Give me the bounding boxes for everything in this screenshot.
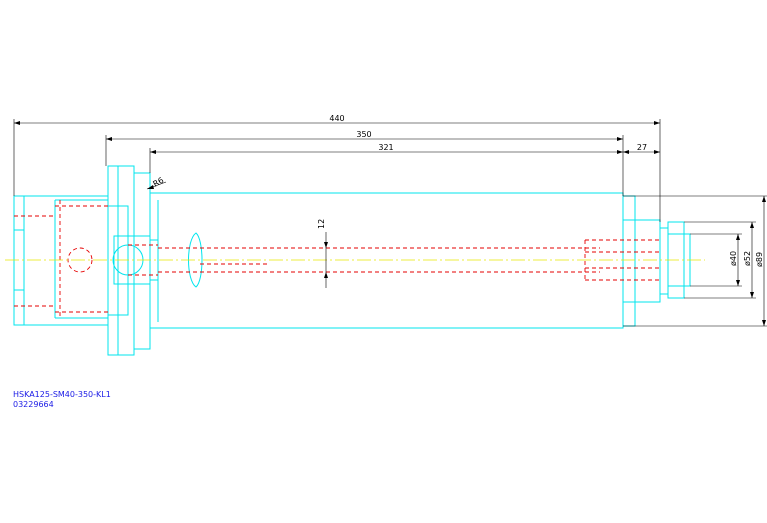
- dim-overall-length: 440: [329, 114, 344, 123]
- dim-body-length: 321: [378, 143, 393, 152]
- dim-gauge-length: 350: [356, 130, 371, 139]
- dim-dia-bore: ø40: [729, 251, 738, 266]
- dim-dia-body: ø89: [755, 252, 764, 267]
- part-number-label: HSKA125-SM40-350-KL1: [13, 390, 111, 399]
- dim-bore: 12: [317, 219, 326, 229]
- dimension-lines: [13, 119, 767, 327]
- dim-dia-collar: ø52: [743, 251, 752, 266]
- part-outline: [13, 165, 691, 356]
- hidden-lines: [14, 200, 660, 318]
- dimension-arrows: [14, 121, 766, 326]
- article-number-label: 03229664: [13, 400, 54, 409]
- dim-nose-length: 27: [637, 143, 647, 152]
